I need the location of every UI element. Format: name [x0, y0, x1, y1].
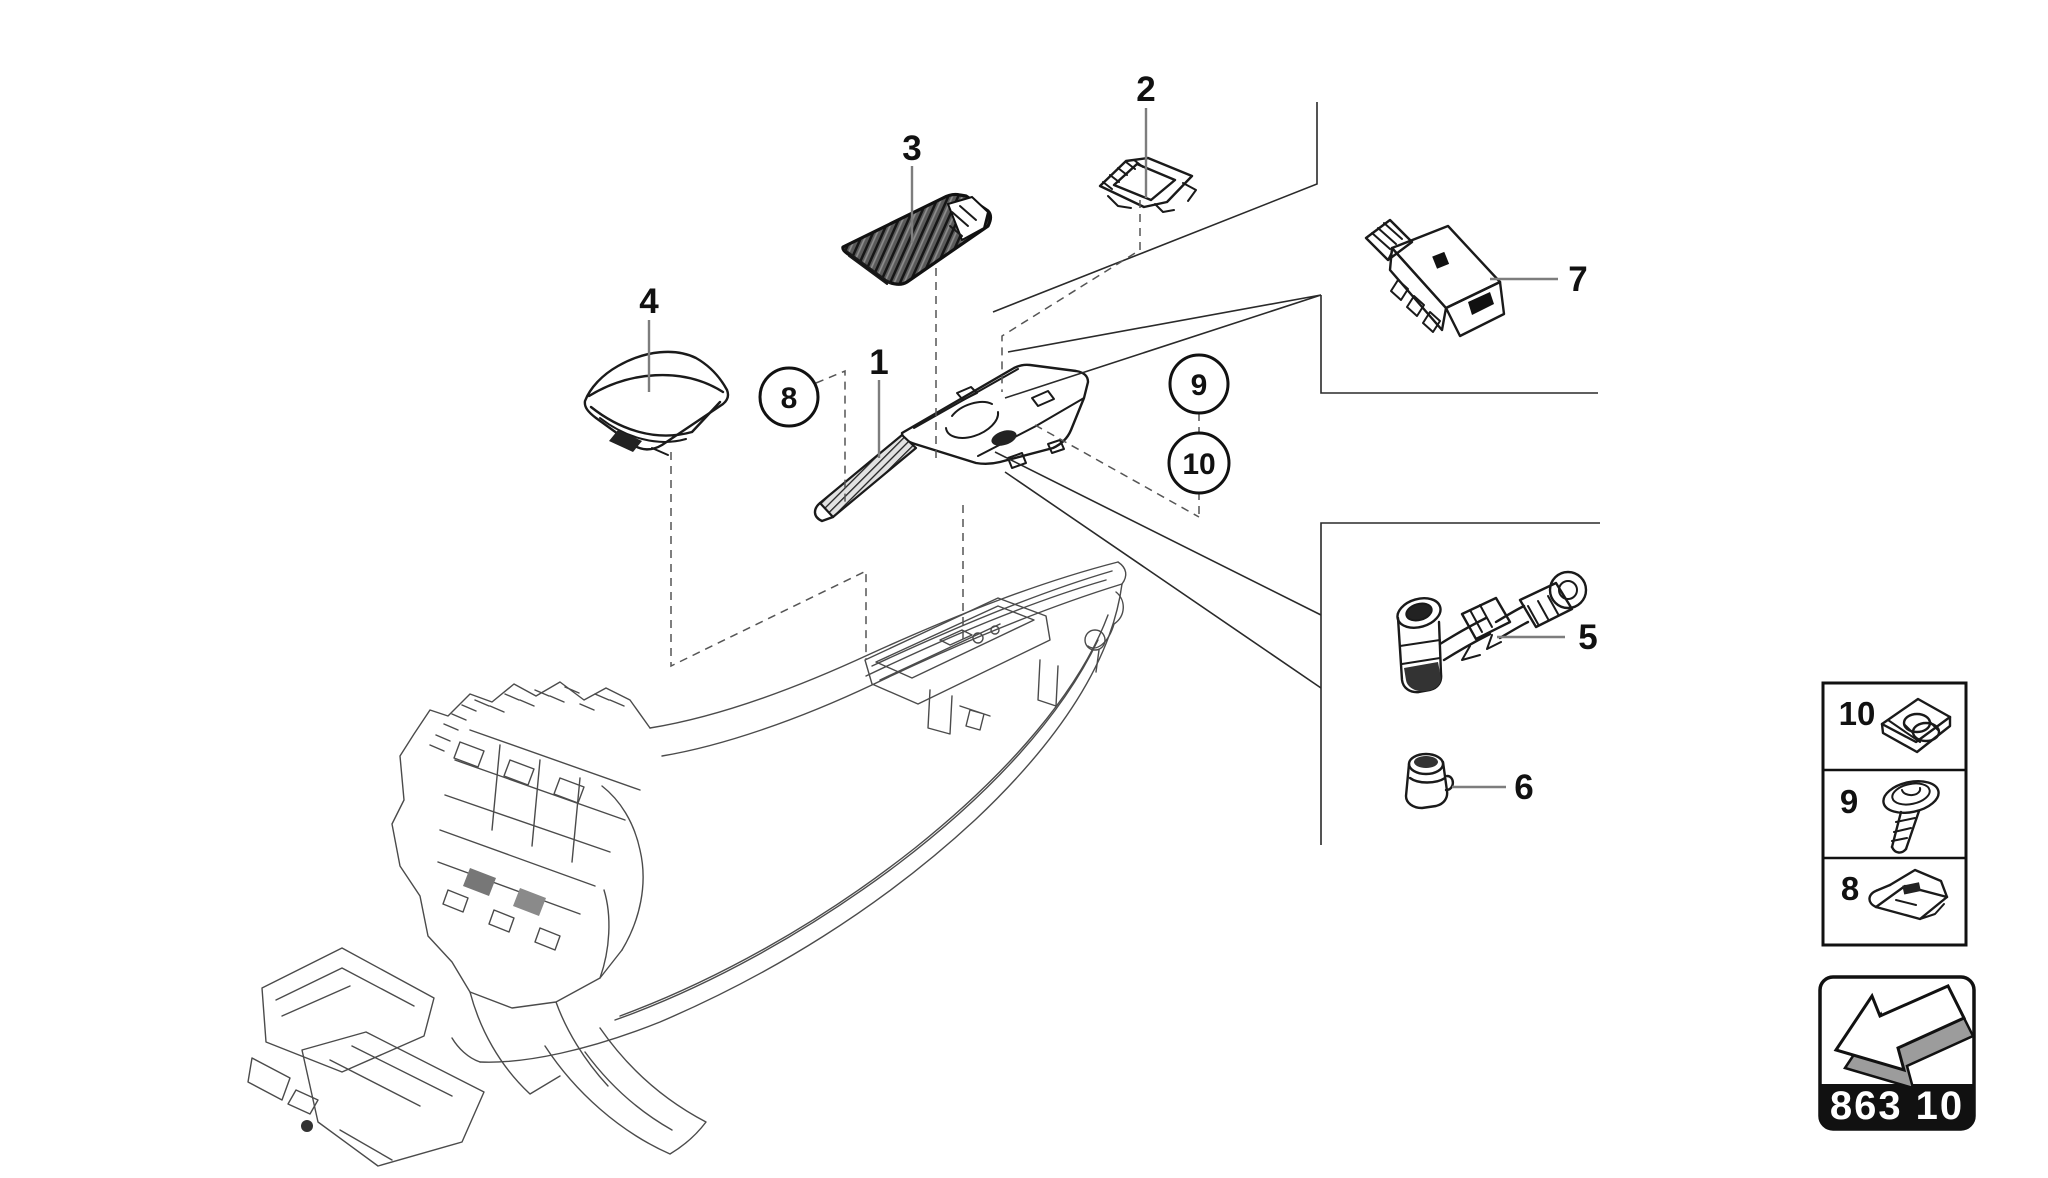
callout-10: 10: [1167, 431, 1231, 495]
part-5-cable-assembly: [1396, 570, 1588, 694]
callout-9: 9: [1168, 353, 1230, 415]
part-label-4: 4: [639, 282, 659, 321]
fastener-legend: 10 9 8: [1821, 681, 1968, 947]
back-arrow-icon: [1833, 984, 1975, 1090]
legend-row-8-number: 8: [1841, 870, 1859, 907]
part-1-console-trim: [813, 363, 1090, 523]
page-code-badge: 863 10: [1818, 975, 1976, 1131]
speed-nut-icon: [1880, 697, 1952, 754]
part-label-1: 1: [869, 343, 888, 382]
part-3-rubber-mat: [841, 192, 993, 286]
callout-10-number: 10: [1182, 448, 1215, 481]
zone-borders: [992, 102, 1600, 845]
part-label-6: 6: [1514, 768, 1533, 807]
legend-row-9-number: 9: [1840, 783, 1858, 820]
part-7-usb-module: [1364, 218, 1506, 338]
callout-8: 8: [758, 366, 820, 428]
part-label-7: 7: [1568, 260, 1587, 299]
part-labels: 1 2 3 4 5 6 7: [639, 70, 1597, 807]
legend-row-10-number: 10: [1839, 695, 1876, 732]
screw-icon: [1882, 780, 1940, 854]
part-2-bracket: [1098, 156, 1197, 213]
part-label-5: 5: [1578, 618, 1597, 657]
part-label-3: 3: [902, 129, 921, 168]
callout-8-number: 8: [781, 382, 798, 415]
page-code: 863 10: [1830, 1084, 1964, 1128]
clip-icon: [1868, 868, 1949, 921]
callout-9-number: 9: [1191, 369, 1208, 402]
part-4-armrest-lid: [583, 350, 730, 456]
center-console-drawing: [247, 561, 1127, 1167]
assembly-dashed-lines: [670, 200, 1200, 668]
part-6-plug: [1404, 752, 1455, 810]
part-label-2: 2: [1136, 70, 1155, 109]
